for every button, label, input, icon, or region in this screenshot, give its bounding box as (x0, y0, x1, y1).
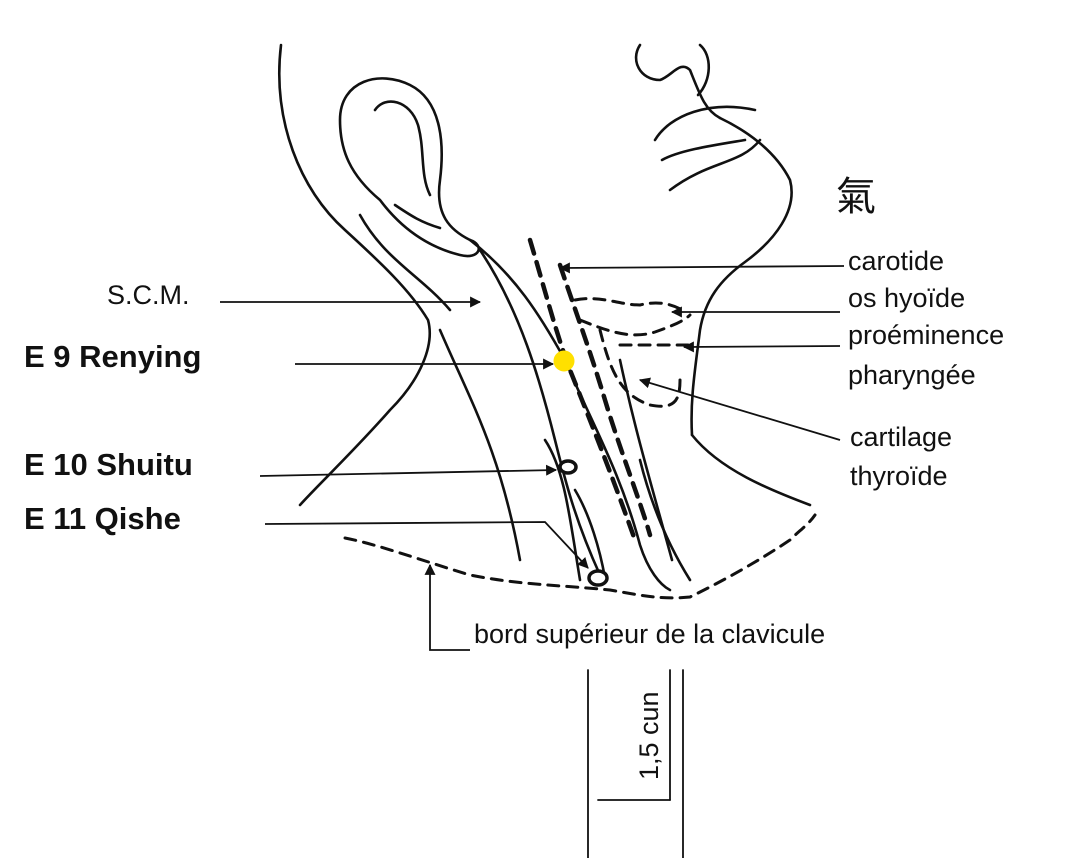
label-prominence-2: pharyngée (848, 360, 976, 390)
qi-glyph: 氣 (836, 174, 876, 220)
measure-label: 1,5 cun (634, 691, 664, 780)
e10-shuitu-marker[interactable] (558, 459, 578, 475)
label-e10-shuitu: E 10 Shuitu (24, 447, 193, 482)
head-neck-outline (278, 43, 812, 507)
label-scm: S.C.M. (107, 280, 190, 310)
label-clavicle: bord supérieur de la clavicule (474, 619, 825, 649)
label-prominence-1: proéminence (848, 320, 1004, 350)
neck-muscle-lines (438, 238, 692, 592)
label-e11-qishe: E 11 Qishe (24, 501, 181, 536)
label-carotid: carotide (848, 246, 944, 276)
label-cartilage-1: cartilage (850, 422, 952, 452)
label-cartilage-2: thyroïde (850, 461, 948, 491)
e9-renying-marker[interactable] (553, 350, 575, 372)
clavicle-dashed-line (343, 513, 817, 600)
dashed-structures (527, 237, 692, 543)
measurement-strip (587, 669, 684, 858)
label-hyoid: os hyoïde (848, 283, 965, 313)
label-e9-renying: E 9 Renying (24, 339, 201, 374)
e11-qishe-marker[interactable] (587, 569, 609, 587)
ear (338, 77, 480, 258)
leader-arrows (220, 262, 845, 651)
